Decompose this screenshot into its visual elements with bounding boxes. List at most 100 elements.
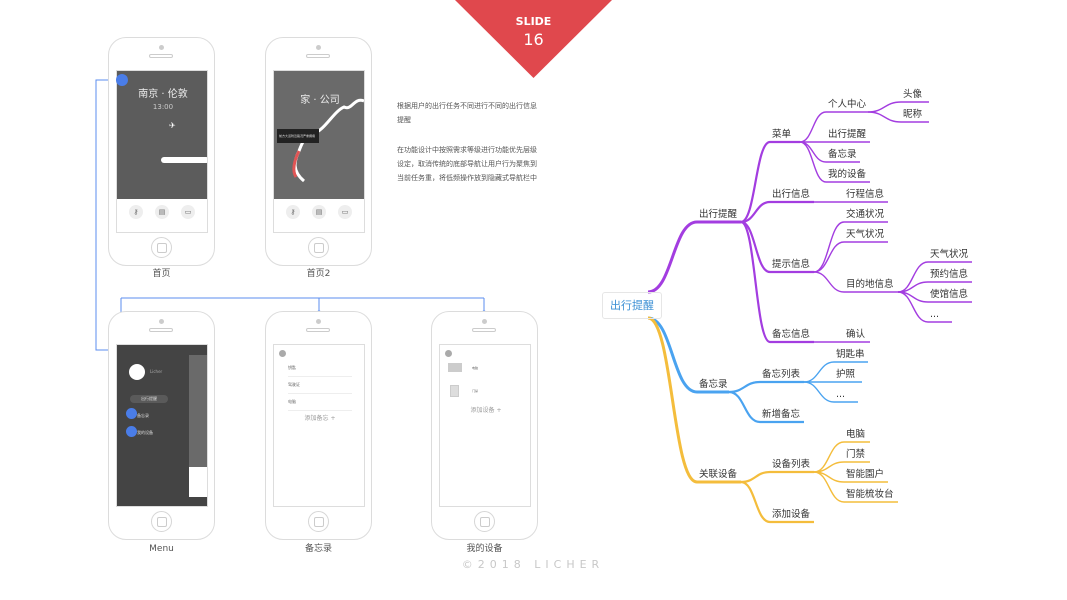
mindmap-node: 钥匙串 [836, 349, 865, 360]
mindmap-branch [728, 390, 804, 424]
door-icon [450, 385, 459, 397]
mindmap-node: 个人中心 [828, 99, 867, 110]
menu-icon[interactable] [279, 350, 286, 357]
mindmap-node: 昵称 [903, 109, 923, 120]
mindmap-node: 出行提醒 [828, 129, 867, 140]
license-icon[interactable]: ▤ [155, 205, 169, 219]
menu-item-memo[interactable]: 备忘录 [137, 413, 149, 418]
key-icon[interactable]: ⚷ [129, 205, 143, 219]
phone-home2: 家 · 公司 前方大道附近路况严重拥堵 ⚷ ▤ ▭ [265, 37, 372, 266]
mindmap-node: 新增备忘 [762, 409, 801, 420]
mindmap-branch [647, 316, 741, 484]
mindmap-node: 交通状况 [846, 209, 885, 220]
mindmap-branch [740, 470, 814, 484]
screen-label: 我的设备 [466, 544, 503, 554]
mindmap-node: 头像 [903, 89, 923, 100]
device-item[interactable]: 电脑 [472, 366, 479, 370]
mindmap-root: 出行提醒 [602, 292, 662, 319]
mindmap-node: 目的地信息 [846, 279, 894, 290]
mindmap-node: ... [930, 309, 940, 320]
mindmap-node: 出行信息 [772, 189, 811, 200]
menu-item-trip[interactable]: 出行提醒 [130, 395, 168, 403]
phone-memo: 钥匙 驾驶证 电脑 添加备忘 + [265, 311, 372, 540]
screen-label: 首页 [152, 269, 171, 279]
copyright-footer: ©2018 LICHER [461, 558, 605, 571]
avatar[interactable] [129, 364, 145, 380]
user-name: Licher [150, 369, 163, 374]
mindmap-node: 天气状况 [846, 229, 885, 240]
mindmap-branch [740, 200, 814, 224]
mindmap-node: 备忘录 [699, 379, 728, 390]
mindmap-node: 备忘录 [828, 149, 857, 160]
mindmap-branch [799, 111, 868, 143]
route-map: 家 · 公司 前方大道附近路况严重拥堵 [274, 71, 364, 199]
mindmap-node: 确认 [846, 329, 866, 340]
mindmap-node: 关联设备 [699, 469, 738, 480]
screen-label: 首页2 [306, 269, 331, 279]
mindmap-branch [728, 380, 804, 394]
add-memo-button[interactable]: 添加备忘 + [304, 415, 336, 422]
description-title: 根据用户的出行任务不同进行不同的出行信息提醒 [397, 102, 537, 124]
mindmap-branch [740, 220, 814, 344]
mindmap-node: 行程信息 [846, 189, 885, 200]
mindmap-branch [647, 316, 729, 394]
traffic-tooltip: 前方大道附近路况严重拥堵 [277, 129, 319, 143]
mindmap-node: 备忘信息 [772, 329, 811, 340]
add-device-button[interactable]: 添加设备 + [470, 407, 502, 414]
key-icon[interactable]: ⚷ [286, 205, 300, 219]
mindmap-branch [897, 281, 972, 293]
mindmap-node: 出行提醒 [699, 209, 738, 220]
mindmap-node: 电脑 [846, 429, 866, 440]
mindmap-node: 智能園户 [846, 469, 885, 480]
mindmap-branch [799, 141, 870, 183]
license-icon[interactable]: ▤ [312, 205, 326, 219]
mindmap-node: 预约信息 [930, 269, 969, 280]
mindmap-branch [803, 361, 868, 383]
mindmap-node: 提示信息 [772, 259, 811, 270]
mindmap-node: 护照 [836, 369, 856, 380]
device-item[interactable]: 门禁 [472, 389, 479, 393]
mindmap-branch [647, 220, 741, 294]
mindmap-node: 门禁 [846, 449, 866, 460]
mindmap-branch [867, 111, 929, 123]
slide-number: 16 [523, 30, 544, 49]
mindmap-branch [813, 461, 870, 473]
mindmap-branch [813, 241, 888, 273]
hotspot-dot [126, 426, 137, 437]
mindmap-node: 菜单 [772, 129, 792, 140]
route-title: 南京 · 伦敦 [138, 89, 188, 100]
mindmap-branch [740, 480, 814, 524]
memo-item[interactable]: 电脑 [288, 399, 352, 411]
memo-item[interactable]: 驾驶证 [288, 382, 352, 394]
screen-label: 备忘录 [304, 544, 332, 554]
mindmap-branch [803, 381, 858, 403]
mindmap-node: 添加设备 [772, 509, 811, 520]
mindmap-branch [813, 271, 898, 293]
menu-item-devices[interactable]: 我的设备 [137, 430, 153, 435]
home-button [151, 237, 172, 258]
menu-icon[interactable] [445, 350, 452, 357]
slide-label: SLIDE [515, 15, 552, 28]
phone-devices: 电脑 门禁 添加设备 + [431, 311, 538, 540]
hotspot-dot [116, 74, 128, 86]
mindmap-node: 我的设备 [828, 169, 867, 180]
computer-icon[interactable]: ▭ [181, 205, 195, 219]
notice-bar[interactable] [161, 157, 207, 163]
mindmap-branch [867, 101, 929, 113]
mindmap-node: 使馆信息 [930, 289, 969, 300]
hotspot-dot [126, 408, 137, 419]
mindmap-node: 智能梳妆台 [846, 489, 894, 500]
computer-icon[interactable]: ▭ [338, 205, 352, 219]
plane-icon: ✈ [169, 121, 176, 130]
mindmap-node: 天气状况 [930, 249, 969, 260]
mindmap-node: 备忘列表 [762, 369, 801, 380]
computer-icon [448, 363, 462, 372]
mindmap-node: ... [836, 389, 846, 400]
screen-label: Menu [149, 544, 174, 554]
mindmap-branch [813, 471, 898, 503]
mindmap-branch [740, 220, 814, 274]
phone-menu: Licher 出行提醒 备忘录 我的设备 [108, 311, 215, 540]
memo-item[interactable]: 钥匙 [288, 365, 352, 377]
mindmap-branch [897, 291, 952, 323]
